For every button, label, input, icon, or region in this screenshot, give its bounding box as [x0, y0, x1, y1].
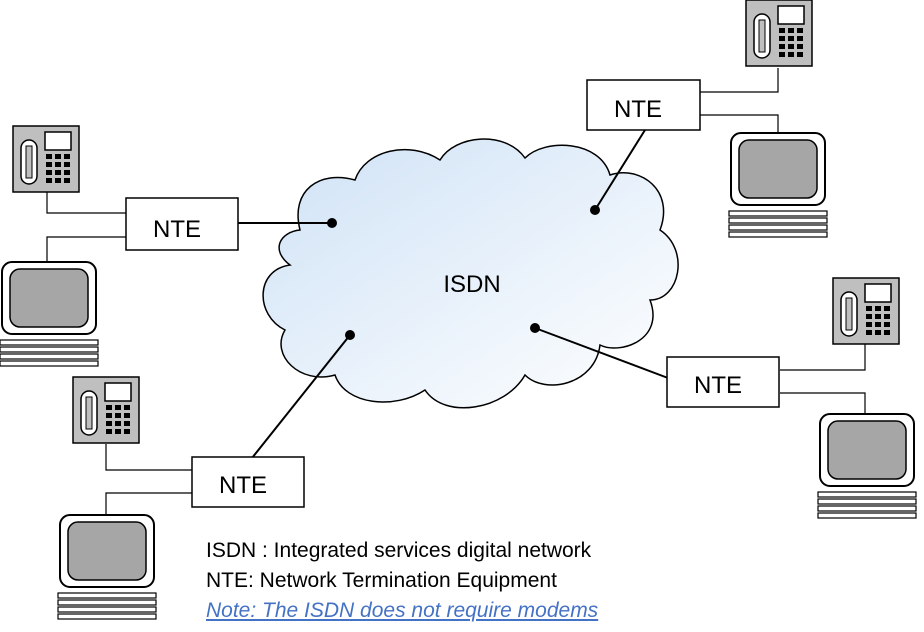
legend-note: Note: The ISDN does not require modems [206, 599, 599, 622]
nte-box-bottom-left: NTE [191, 456, 305, 508]
legend-isdn-definition: ISDN : Integrated services digital netwo… [206, 539, 592, 562]
computer-icon [57, 514, 157, 620]
cloud-links [238, 129, 669, 459]
device-wires [46, 68, 866, 516]
computer-icon [817, 413, 917, 519]
computer-icon [728, 132, 828, 238]
nte-label: NTE [694, 372, 742, 399]
nte-box-top-right: NTE [586, 79, 701, 131]
phone-icon [72, 376, 140, 444]
phone-icon [12, 125, 80, 193]
nte-label: NTE [153, 216, 201, 243]
cloud-dots [327, 205, 600, 340]
nte-label: NTE [614, 96, 662, 123]
cloud-label: ISDN [443, 271, 500, 298]
connection-dot [530, 323, 540, 333]
connection-dot [345, 330, 355, 340]
nte-label: NTE [219, 472, 267, 499]
phone-icon [832, 277, 900, 345]
computer-icon [0, 261, 99, 367]
legend: ISDN : Integrated services digital netwo… [206, 536, 598, 626]
phone-icon [745, 0, 813, 67]
nte-box-left: NTE [125, 197, 239, 251]
nte-box-bottom-right: NTE [666, 356, 780, 408]
connection-dot [590, 205, 600, 215]
connection-dot [327, 218, 337, 228]
isdn-cloud: ISDN [262, 138, 679, 409]
legend-nte-definition: NTE: Network Termination Equipment [206, 569, 557, 592]
